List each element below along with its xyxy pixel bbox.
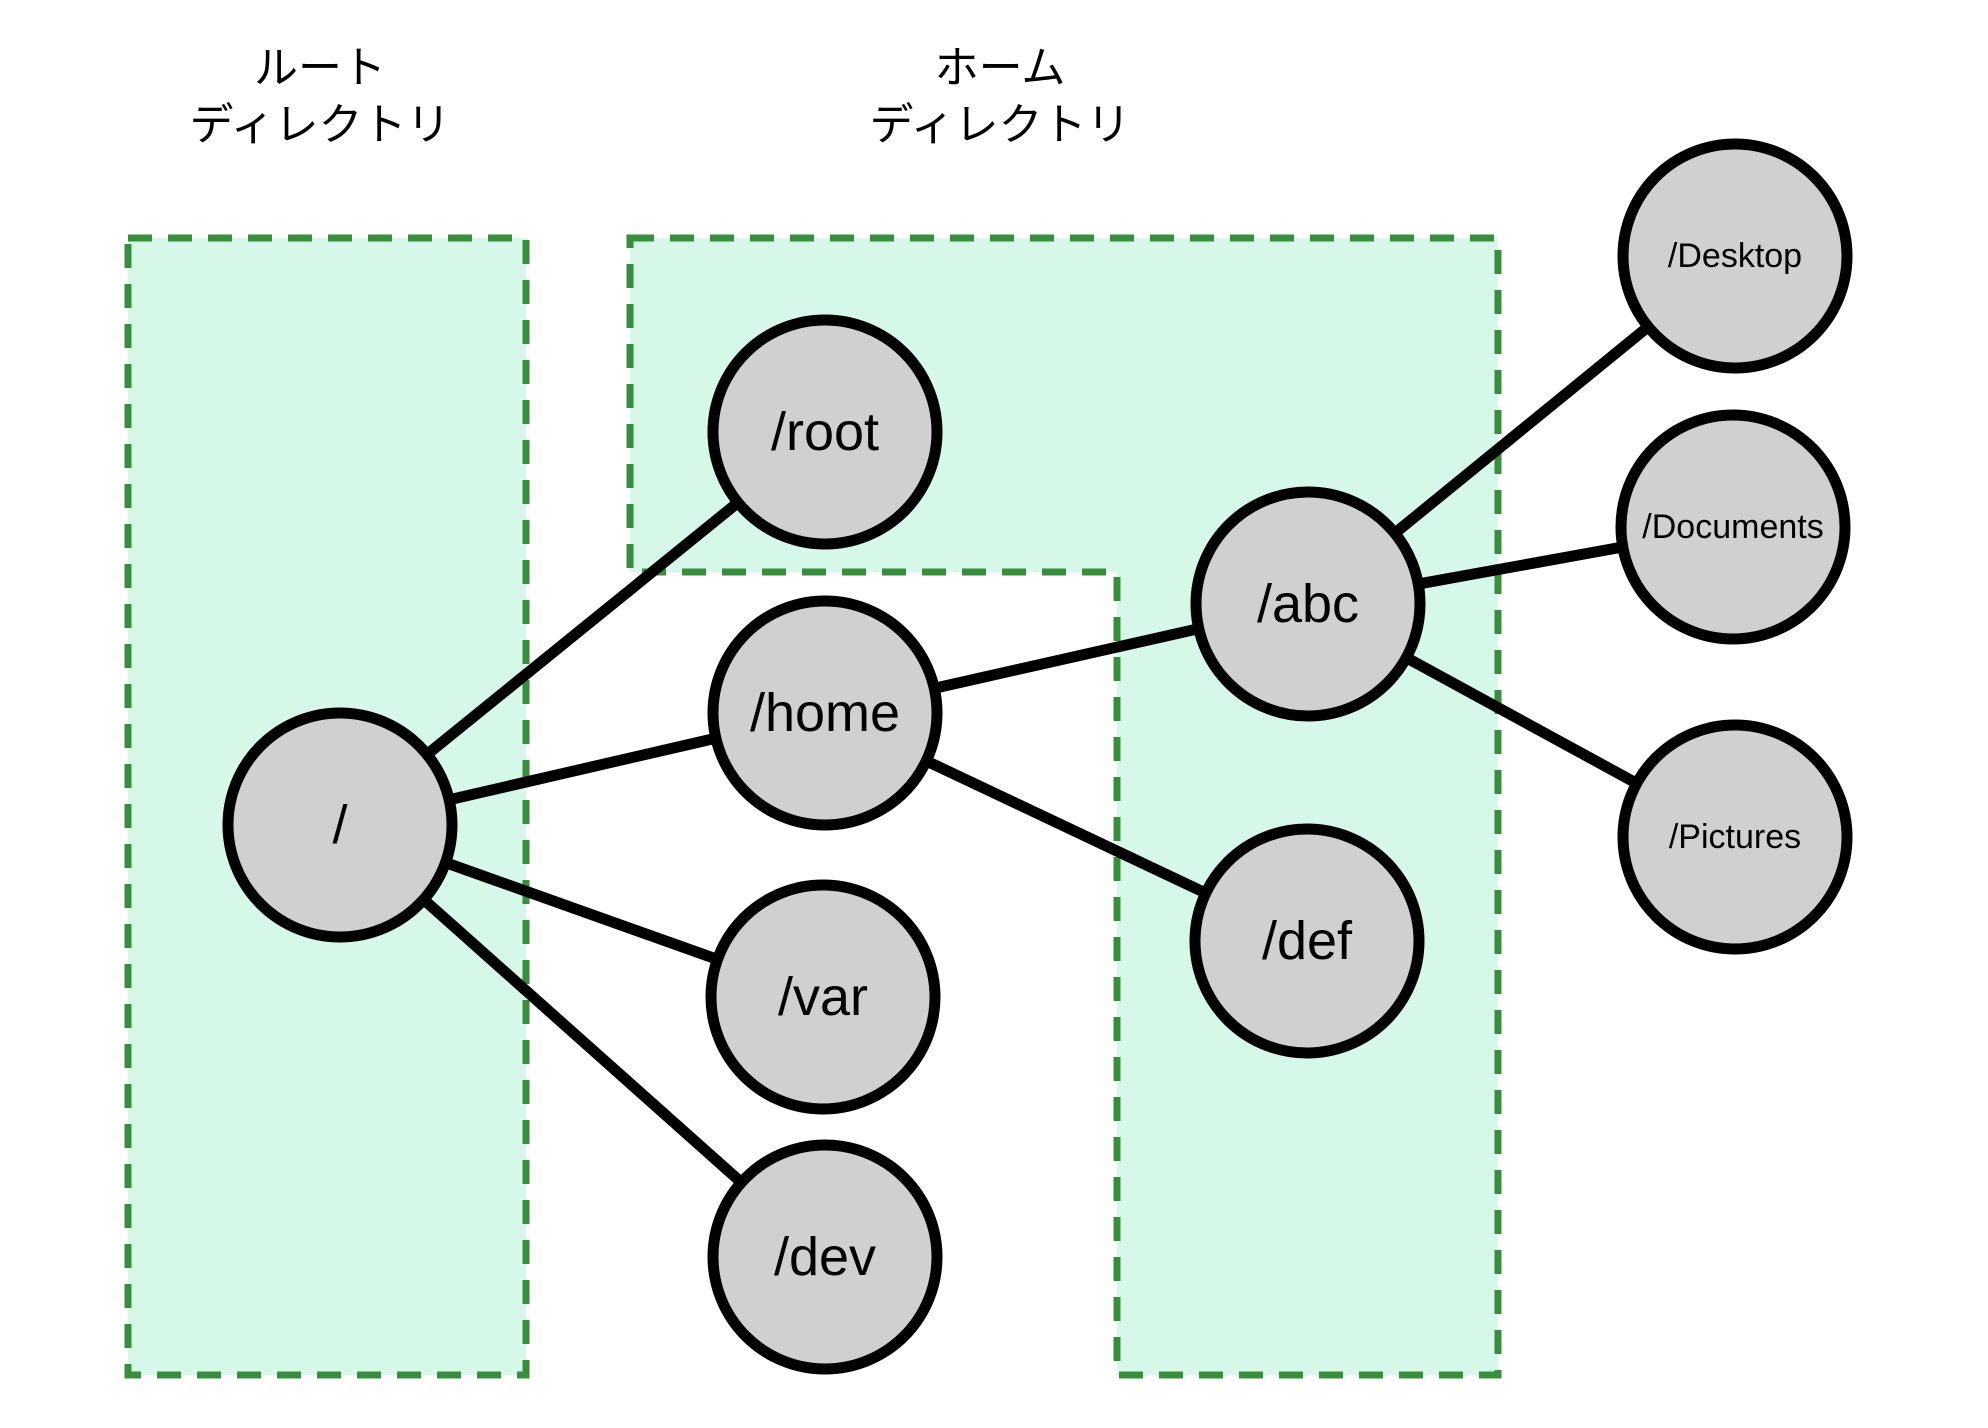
node-dev-label: /dev xyxy=(774,1227,876,1287)
home-region-label-line1: ホーム xyxy=(935,44,1066,93)
node-home: /home xyxy=(707,595,943,831)
root-region-label-line1: ルート xyxy=(254,44,386,93)
node-slash: / xyxy=(222,707,458,943)
node-def: /def xyxy=(1189,823,1425,1059)
node-var: /var xyxy=(705,879,941,1115)
home-region-label-line2: ディレクトリ xyxy=(870,101,1131,150)
node-abc-circle xyxy=(1190,486,1426,722)
node-def-label: /def xyxy=(1262,911,1353,971)
node-var-label: /var xyxy=(778,967,868,1027)
node-slash-label: / xyxy=(332,795,347,855)
node-abc-label: /abc xyxy=(1257,574,1359,634)
node-root-label: /root xyxy=(771,402,879,462)
node-documents-label: /Documents xyxy=(1642,508,1823,546)
node-root-circle xyxy=(707,314,943,550)
node-def-circle xyxy=(1189,823,1425,1059)
node-desktop-label: /Desktop xyxy=(1668,237,1802,275)
node-documents: /Documents xyxy=(1615,409,1851,645)
node-root: /root xyxy=(707,314,943,550)
node-var-circle xyxy=(705,879,941,1115)
node-slash-circle xyxy=(222,707,458,943)
node-desktop: /Desktop xyxy=(1617,138,1853,374)
node-documents-circle xyxy=(1615,409,1851,645)
node-pictures-circle xyxy=(1617,719,1853,955)
node-abc: /abc xyxy=(1190,486,1426,722)
node-desktop-circle xyxy=(1617,138,1853,374)
node-home-circle xyxy=(707,595,943,831)
node-dev: /dev xyxy=(707,1139,943,1375)
node-pictures-label: /Pictures xyxy=(1669,818,1801,856)
node-pictures: /Pictures xyxy=(1617,719,1853,955)
node-dev-circle xyxy=(707,1139,943,1375)
root-region-label-line2: ディレクトリ xyxy=(190,101,451,150)
node-home-label: /home xyxy=(750,683,900,743)
